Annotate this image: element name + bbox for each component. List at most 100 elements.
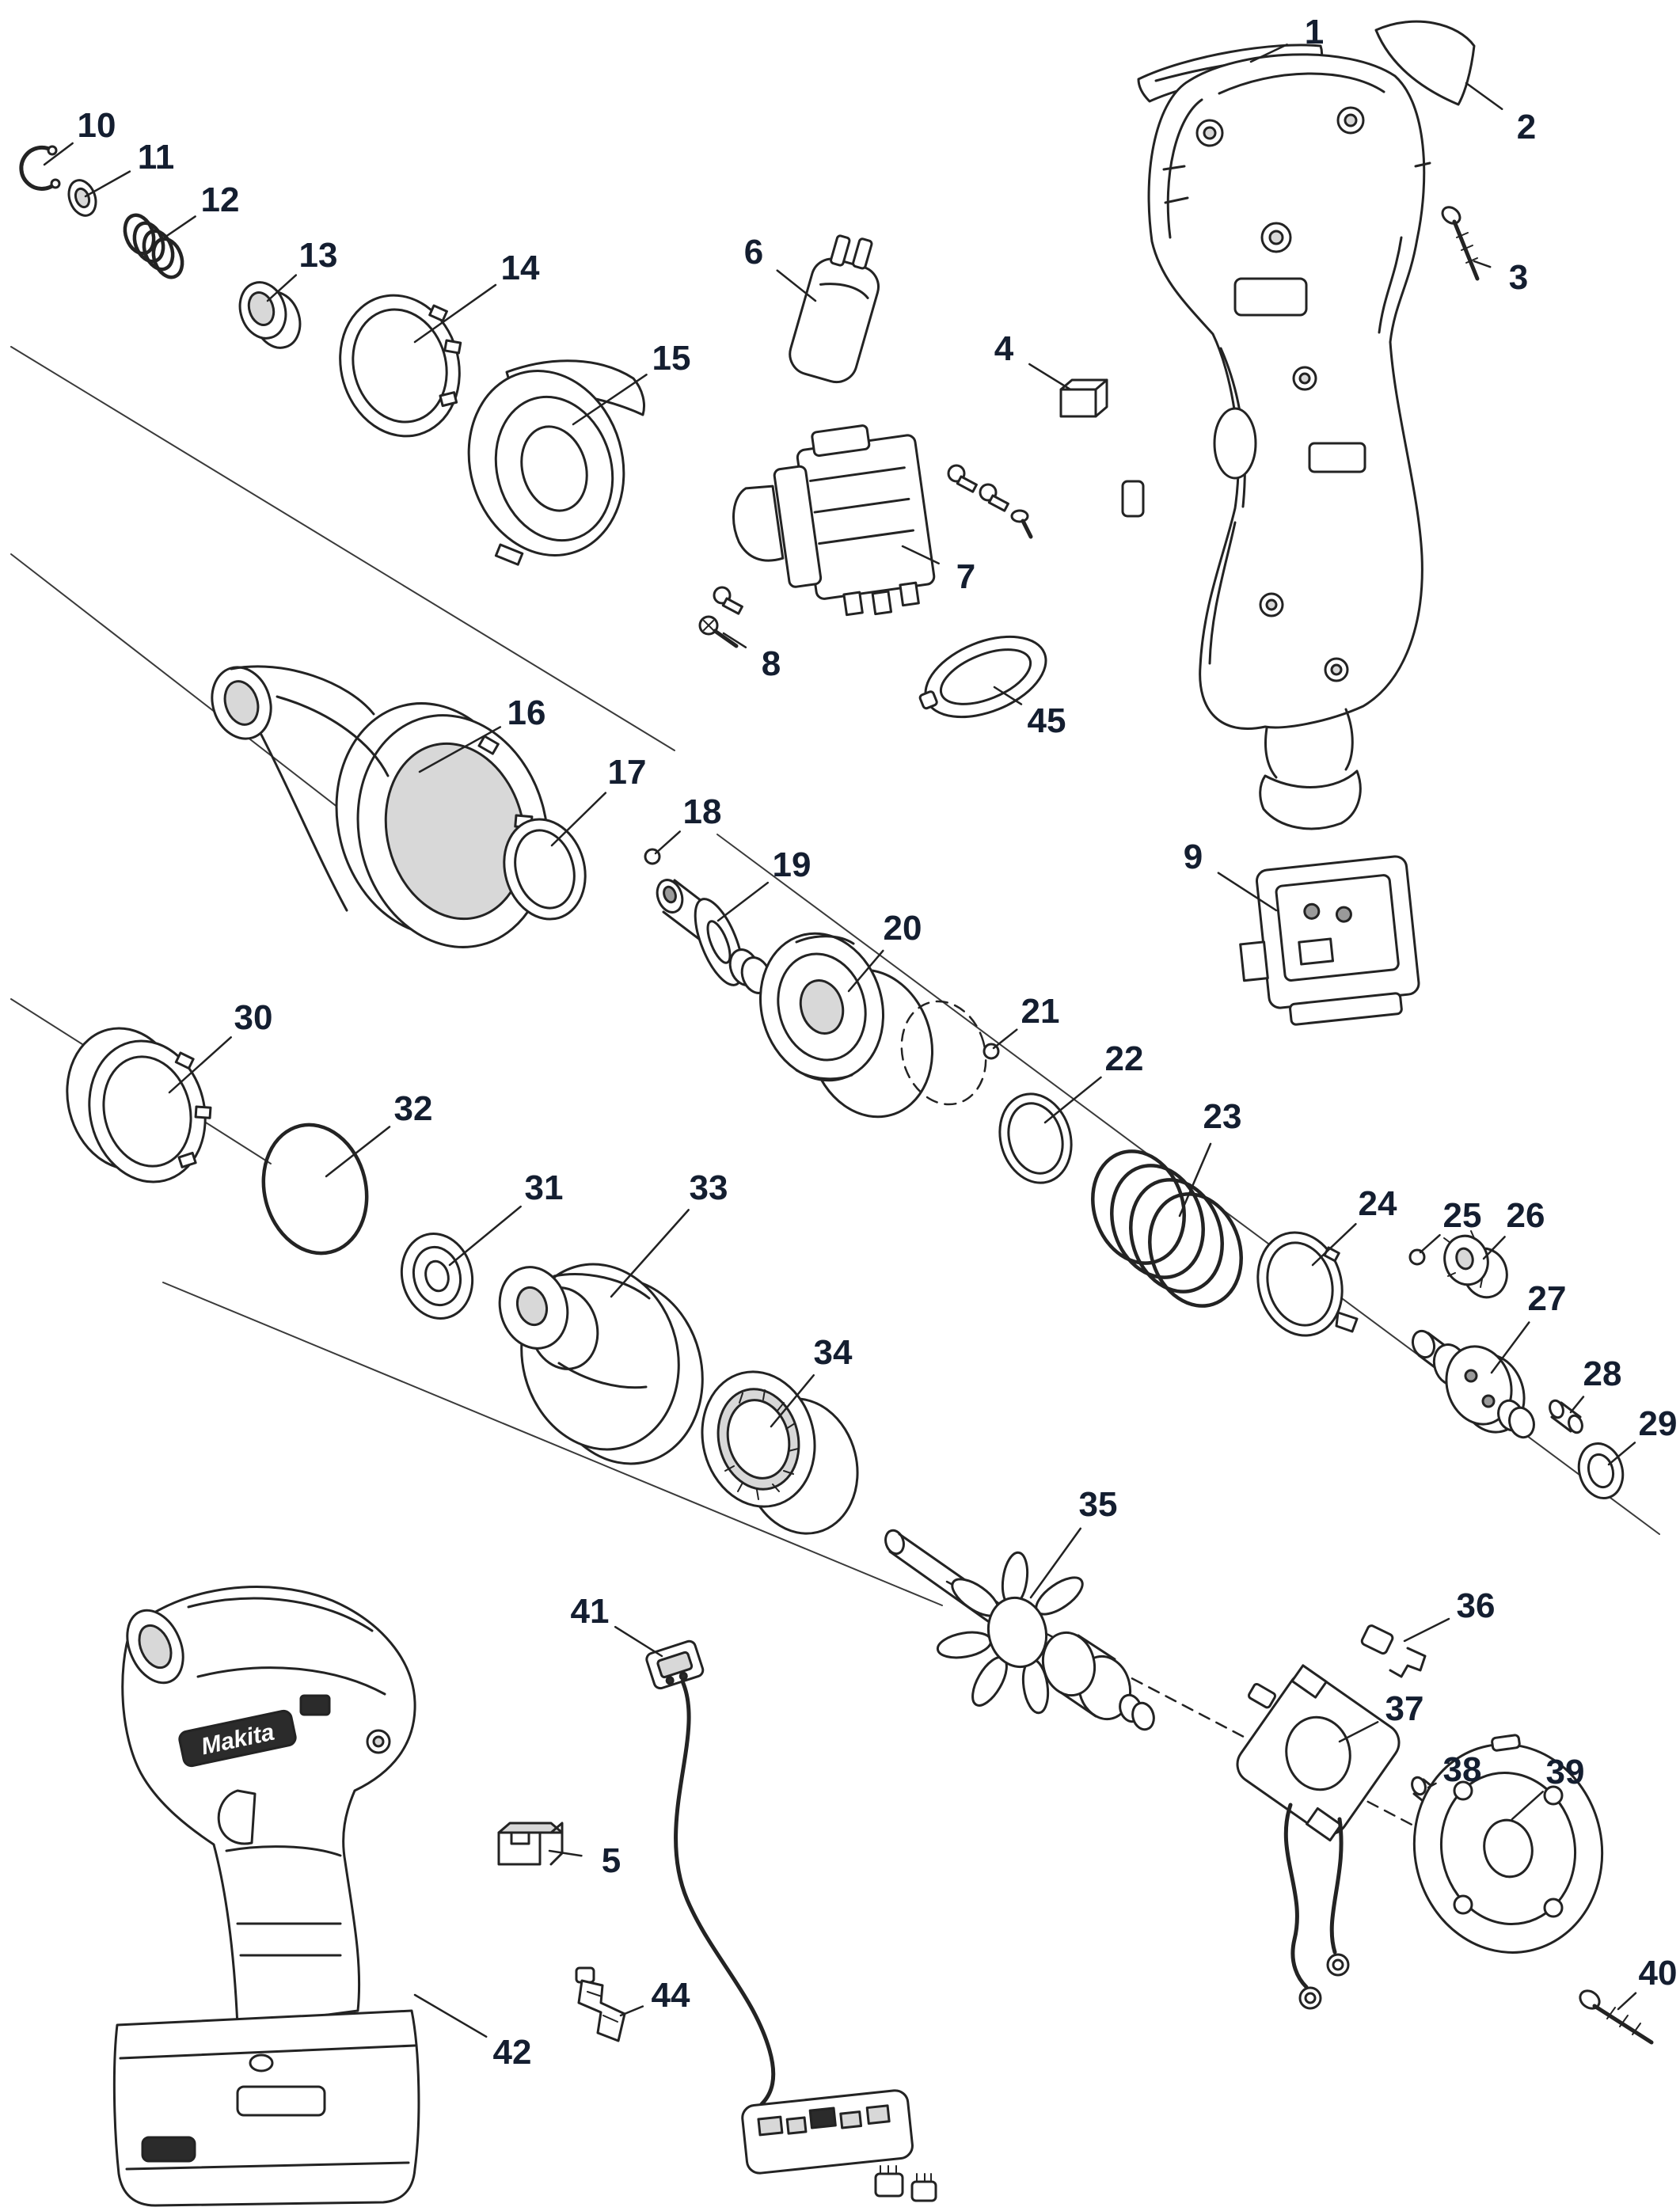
callout-11: 11 <box>84 138 174 198</box>
callout-leader-line <box>1511 1791 1544 1821</box>
callout-leader-line <box>993 686 1023 705</box>
part-number-label: 12 <box>201 180 240 219</box>
part-31-ball-bearing <box>400 1233 474 1320</box>
callout-leader-line <box>325 1126 391 1178</box>
part-number-label: 41 <box>571 1592 610 1631</box>
part-19-anvil <box>656 879 772 994</box>
callout-leader-line <box>1427 1782 1437 1789</box>
callout-13: 13 <box>266 236 338 302</box>
part-number-label: 13 <box>299 236 338 275</box>
callout-leader-line <box>901 545 940 564</box>
part-number-label: 2 <box>1517 108 1536 146</box>
callout-leader-line <box>619 2005 644 2017</box>
callout-18: 18 <box>654 792 722 855</box>
callout-leader-line <box>716 881 770 922</box>
callout-leader-line <box>548 1849 583 1857</box>
callout-2: 2 <box>1465 82 1536 146</box>
part-23-hammer-spring <box>1091 1149 1243 1308</box>
part-34-ring-gear <box>701 1370 859 1535</box>
callout-leader-line <box>1178 1142 1212 1218</box>
callout-45: 45 <box>993 686 1066 740</box>
part-11-washer <box>67 179 97 217</box>
part-number-label: 4 <box>994 329 1014 368</box>
callout-leader-line <box>1403 1617 1450 1643</box>
callout-24: 24 <box>1311 1184 1397 1267</box>
part-2-bumper <box>1374 20 1476 106</box>
callout-9: 9 <box>1184 838 1278 912</box>
part-24-cam-washer <box>1256 1231 1359 1337</box>
callout-29: 29 <box>1607 1404 1677 1466</box>
part-number-label: 6 <box>744 233 763 272</box>
part-37-brush-holder <box>1236 1664 1401 2010</box>
part-14-ring-cover <box>339 294 462 438</box>
callout-40: 40 <box>1617 1954 1677 2011</box>
part-number-label: 1 <box>1305 13 1324 51</box>
callout-leader-line <box>992 1028 1018 1050</box>
part-17-washer <box>503 818 587 921</box>
part-number-label: 18 <box>683 792 722 831</box>
part-22-ring <box>998 1092 1073 1184</box>
part-6-terminal-cover <box>789 234 880 384</box>
part-39-rear-cover <box>1412 1734 1604 1954</box>
part-number-label: 15 <box>652 339 691 378</box>
part-35-rotor <box>884 1529 1155 1731</box>
part-44-lead-holder <box>575 1966 626 2042</box>
callout-35: 35 <box>1029 1485 1118 1599</box>
callout-27: 27 <box>1490 1279 1566 1374</box>
part-number-label: 9 <box>1184 838 1203 876</box>
callout-leader-line <box>154 215 196 245</box>
callout-6: 6 <box>744 233 817 302</box>
part-number-label: 8 <box>762 644 781 683</box>
part-number-label: 30 <box>234 998 273 1037</box>
callout-leader-line <box>1607 1442 1636 1466</box>
part-29-washer <box>1577 1442 1625 1499</box>
part-3-screw <box>1441 206 1480 281</box>
part-33-gear-assembly <box>498 1263 704 1465</box>
callout-23: 23 <box>1178 1097 1241 1218</box>
callout-36: 36 <box>1403 1586 1496 1643</box>
part-number-label: 38 <box>1443 1750 1482 1789</box>
callout-leader-line <box>614 1625 663 1658</box>
part-number-label: 36 <box>1457 1586 1496 1625</box>
callout-16: 16 <box>418 693 545 773</box>
part-number-label: 26 <box>1507 1196 1545 1235</box>
callout-leader-line <box>776 269 817 302</box>
part-27-spindle <box>1411 1329 1535 1439</box>
callout-leader-line <box>1465 82 1503 110</box>
part-9-terminal-block <box>1239 855 1420 1026</box>
part-number-label: 10 <box>78 106 116 145</box>
callout-12: 12 <box>154 180 240 245</box>
callout-leader-line <box>413 1993 488 2038</box>
callout-leader-line <box>654 830 681 855</box>
callout-8: 8 <box>722 632 781 683</box>
callout-21: 21 <box>992 992 1059 1050</box>
callout-33: 33 <box>610 1168 728 1298</box>
callout-17: 17 <box>550 753 646 847</box>
callout-leader-line <box>1617 1992 1637 2011</box>
part-5-clip-block <box>497 1822 564 1866</box>
part-number-label: 3 <box>1509 258 1528 297</box>
callout-leader-line <box>448 1205 522 1267</box>
part-number-label: 39 <box>1546 1753 1585 1791</box>
part-number-label: 33 <box>690 1168 728 1207</box>
part-20-hammer <box>758 932 934 1119</box>
part-28-pin <box>1549 1399 1583 1434</box>
callout-26: 26 <box>1482 1196 1545 1260</box>
part-number-label: 19 <box>773 845 811 884</box>
part-number-label: 5 <box>602 1841 621 1880</box>
part-number-label: 14 <box>501 249 540 287</box>
part-number-label: 42 <box>493 2033 532 2072</box>
callout-5: 5 <box>548 1841 621 1880</box>
callout-leader-line <box>1043 1076 1102 1124</box>
callout-leader-line <box>413 283 497 344</box>
part-32-o-ring <box>261 1123 369 1256</box>
callout-leader-line <box>572 374 648 426</box>
part-7-switch <box>732 424 1033 617</box>
part-number-label: 35 <box>1079 1485 1118 1524</box>
callout-leader-line <box>84 170 131 198</box>
callout-1: 1 <box>1249 13 1324 63</box>
callout-10: 10 <box>43 106 116 166</box>
callout-leader-line <box>1217 872 1278 912</box>
callout-leader-line <box>43 142 74 166</box>
